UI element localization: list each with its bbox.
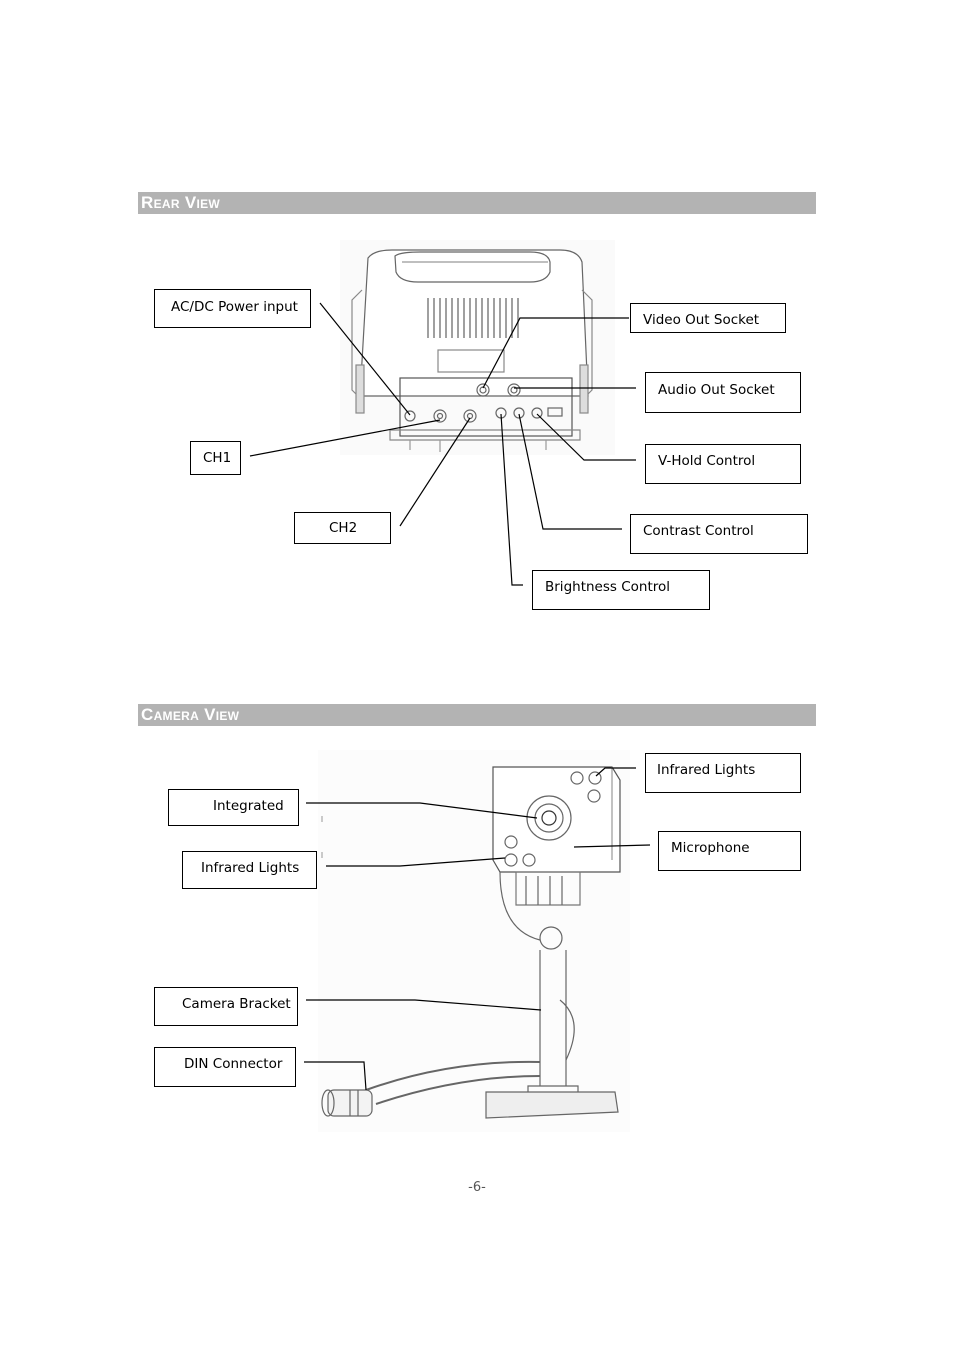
camera-view-leader-lines (304, 767, 651, 1091)
rear-view-leader-lines (249, 302, 636, 586)
camera-illustration (318, 750, 630, 1132)
video-out-socket-text: Video Out Socket (643, 312, 760, 328)
brightness-control-text: Brightness Control (545, 579, 671, 595)
integrated-label: Integrated (168, 789, 299, 826)
audio-out-socket-text: Audio Out Socket (658, 382, 775, 398)
microphone-text: Microphone (671, 840, 750, 856)
camera-bracket-label: Camera Bracket (154, 987, 298, 1026)
integrated-text: Integrated (213, 798, 284, 814)
ch2-text: CH2 (329, 520, 358, 536)
camera-view-title: Camera View (141, 705, 240, 724)
din-connector-text: DIN Connector (184, 1056, 283, 1072)
contrast-control-text: Contrast Control (643, 523, 754, 539)
ch1-text: CH1 (203, 450, 232, 466)
ch1-label: CH1 (190, 441, 241, 475)
ac-dc-power-input-text: AC/DC Power input (171, 299, 298, 315)
infrared-lights-right-text: Infrared Lights (657, 762, 756, 778)
contrast-control-label: Contrast Control (630, 514, 808, 554)
infrared-lights-left-label: Infrared Lights (182, 851, 317, 889)
v-hold-control-text: V-Hold Control (658, 453, 756, 469)
v-hold-control-label: V-Hold Control (645, 444, 801, 484)
ac-dc-power-input-label: AC/DC Power input (154, 289, 311, 328)
rear-view-header: Rear View (138, 192, 816, 214)
infrared-lights-right-label: Infrared Lights (645, 753, 801, 793)
microphone-label: Microphone (658, 831, 801, 871)
ch2-label: CH2 (294, 512, 391, 544)
monitor-rear-illustration (340, 240, 615, 455)
video-out-socket-label: Video Out Socket (630, 303, 786, 333)
infrared-lights-left-text: Infrared Lights (201, 860, 300, 876)
camera-bracket-text: Camera Bracket (182, 996, 291, 1012)
rear-view-title: Rear View (141, 193, 221, 212)
brightness-control-label: Brightness Control (532, 570, 710, 610)
din-connector-label: DIN Connector (154, 1047, 296, 1087)
camera-view-header: Camera View (138, 704, 816, 726)
page-number: -6- (468, 1180, 486, 1195)
audio-out-socket-label: Audio Out Socket (645, 372, 801, 413)
